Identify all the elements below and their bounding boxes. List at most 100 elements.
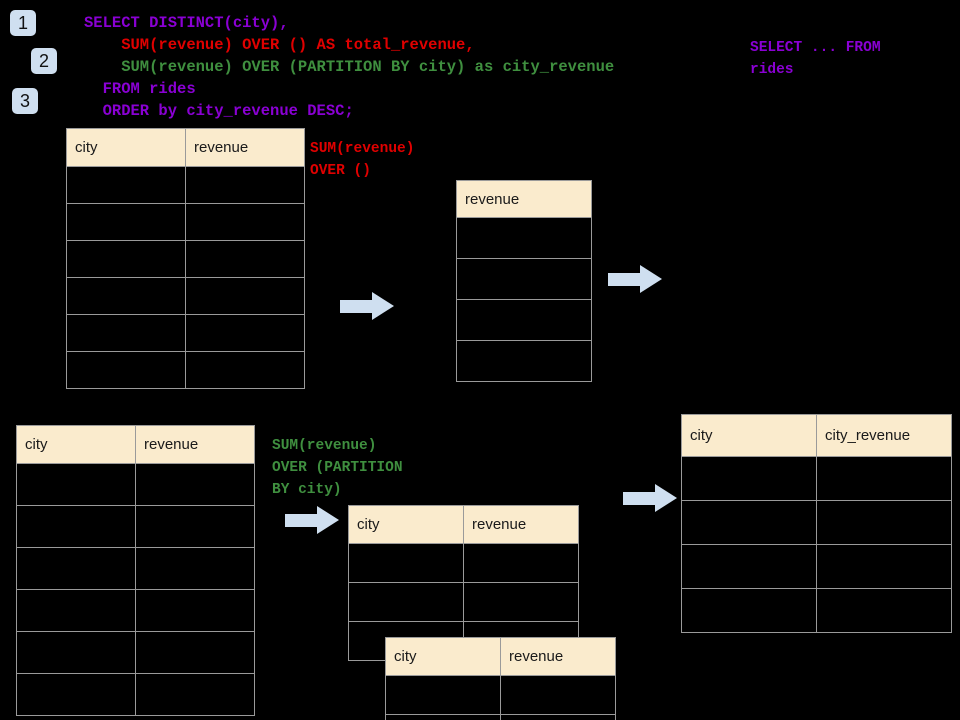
cell xyxy=(185,314,305,352)
cell xyxy=(66,203,186,241)
cell xyxy=(816,588,952,633)
column-header-city: city xyxy=(385,637,501,676)
cell xyxy=(385,675,501,715)
cell xyxy=(135,463,255,506)
column-header-revenue: revenue xyxy=(500,637,616,676)
table-row xyxy=(66,277,305,315)
sql-line-sum-over-empty: SUM(revenue) OVER () AS total_revenue, xyxy=(84,36,475,54)
cell xyxy=(135,547,255,590)
cell xyxy=(456,340,592,382)
step-badge-2: 2 xyxy=(31,48,57,74)
table-row xyxy=(681,456,952,501)
cell xyxy=(16,631,136,674)
cell xyxy=(135,505,255,548)
table-row xyxy=(66,240,305,278)
arrow-head xyxy=(372,292,394,320)
cell xyxy=(66,240,186,278)
sql-line-from-rides: FROM rides xyxy=(84,80,196,98)
arrow-shaft xyxy=(340,300,374,313)
table-row xyxy=(681,588,952,633)
cell xyxy=(348,582,464,622)
cell xyxy=(135,673,255,716)
cell xyxy=(681,456,817,501)
cell xyxy=(16,547,136,590)
table-row xyxy=(16,589,255,632)
cell xyxy=(135,589,255,632)
cell xyxy=(16,505,136,548)
column-header-revenue: revenue xyxy=(135,425,255,464)
source-table-top: city revenue xyxy=(66,128,305,389)
table-header-row: city revenue xyxy=(66,128,305,167)
arrow-source-to-partition xyxy=(285,506,339,534)
sql-line-sum-over-partition: SUM(revenue) OVER (PARTITION BY city) as… xyxy=(84,58,615,76)
cell xyxy=(456,217,592,259)
cell xyxy=(681,544,817,589)
column-header-revenue: revenue xyxy=(185,128,305,167)
cell xyxy=(348,543,464,583)
column-header-city-revenue: city_revenue xyxy=(816,414,952,457)
result-table: city city_revenue xyxy=(681,414,952,633)
table-row xyxy=(456,299,592,341)
column-header-city: city xyxy=(66,128,186,167)
sql-line-order-by: ORDER by city_revenue DESC; xyxy=(84,102,354,120)
table-row xyxy=(16,505,255,548)
table-row xyxy=(66,166,305,204)
cell xyxy=(681,588,817,633)
cell xyxy=(185,166,305,204)
arrow-partition-to-result xyxy=(623,484,677,512)
cell xyxy=(500,714,616,720)
table-header-row: city revenue xyxy=(385,637,616,676)
cell xyxy=(66,166,186,204)
cell xyxy=(816,544,952,589)
source-table-bottom: city revenue xyxy=(16,425,255,716)
cell xyxy=(185,351,305,389)
cell xyxy=(16,463,136,506)
cell xyxy=(185,240,305,278)
table-header-row: city city_revenue xyxy=(681,414,952,457)
cell xyxy=(185,277,305,315)
table-row xyxy=(348,582,579,622)
cell xyxy=(816,500,952,545)
table-row xyxy=(456,340,592,382)
table-row xyxy=(385,714,616,720)
table-row xyxy=(66,351,305,389)
annotation-sum-over-empty: SUM(revenue) OVER () xyxy=(310,141,415,179)
table-row xyxy=(16,673,255,716)
table-header-row: city revenue xyxy=(16,425,255,464)
arrow-head xyxy=(640,265,662,293)
table-row xyxy=(456,258,592,300)
column-header-city: city xyxy=(681,414,817,457)
arrow-shaft xyxy=(285,514,319,527)
cell xyxy=(16,589,136,632)
partition-table-front: city revenue xyxy=(385,637,616,720)
table-row xyxy=(16,463,255,506)
total-revenue-table: revenue xyxy=(456,180,592,382)
table-row xyxy=(16,631,255,674)
arrow-shaft xyxy=(608,273,642,286)
table-row xyxy=(66,314,305,352)
table-row xyxy=(681,500,952,545)
table-row xyxy=(385,675,616,715)
cell xyxy=(385,714,501,720)
table-header-row: city revenue xyxy=(348,505,579,544)
arrow-shaft xyxy=(623,492,657,505)
column-header-revenue: revenue xyxy=(463,505,579,544)
cell xyxy=(500,675,616,715)
cell xyxy=(681,500,817,545)
arrow-head xyxy=(317,506,339,534)
cell xyxy=(135,631,255,674)
table-header-row: revenue xyxy=(456,180,592,218)
table-row xyxy=(348,543,579,583)
table-row xyxy=(16,547,255,590)
sql-line-select-distinct: SELECT DISTINCT(city), xyxy=(84,14,289,32)
cell xyxy=(16,673,136,716)
step-badge-1: 1 xyxy=(10,10,36,36)
table-row xyxy=(456,217,592,259)
cell xyxy=(816,456,952,501)
table-row xyxy=(66,203,305,241)
annotation-select-from-rides: SELECT ... FROM rides xyxy=(750,40,881,78)
arrow-source-to-total xyxy=(340,292,394,320)
cell xyxy=(185,203,305,241)
cell xyxy=(463,582,579,622)
